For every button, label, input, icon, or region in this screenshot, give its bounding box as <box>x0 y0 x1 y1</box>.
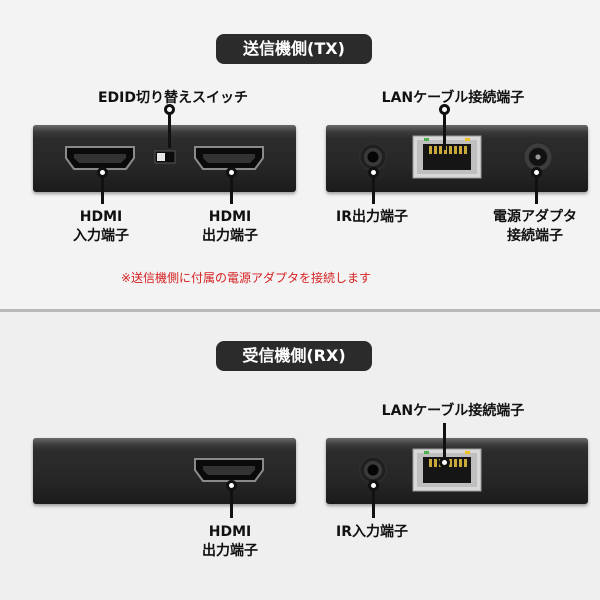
tx-title: 送信機側(TX) <box>216 34 372 64</box>
tx-power-note: ※送信機側に付属の電源アダプタを接続します <box>121 271 372 285</box>
tx-power-leader-dot <box>531 167 542 178</box>
rx-ir-in-port <box>359 456 387 484</box>
rx-hdmi-out-leader-dot <box>226 480 237 491</box>
rx-hdmi-out-leader <box>230 482 233 518</box>
tx-rear-device <box>326 125 588 192</box>
tx-lan-port <box>412 135 482 179</box>
tx-power-label: 電源アダプタ接続端子 <box>493 209 577 244</box>
rx-lan-label: LANケーブル接続端子 <box>381 403 525 419</box>
tx-ir-out-port <box>359 143 387 171</box>
rx-lan-leader <box>443 423 446 463</box>
edid-switch <box>154 150 176 164</box>
edid-leader-dot <box>164 104 175 115</box>
rx-hdmi-out-port <box>194 458 264 482</box>
tx-ir-out-leader-dot <box>368 167 379 178</box>
tx-lan-label: LANケーブル接続端子 <box>381 90 525 106</box>
section-divider <box>0 309 600 312</box>
edid-switch-label: EDID切り替えスイッチ <box>97 90 248 106</box>
rx-rear-device <box>326 438 588 504</box>
tx-hdmi-in-port <box>65 146 135 170</box>
tx-lan-leader <box>443 110 446 150</box>
rx-ir-in-leader <box>372 482 375 518</box>
edid-leader <box>168 110 171 148</box>
tx-hdmi-out-leader <box>230 170 233 204</box>
tx-hdmi-in-leader <box>101 170 104 204</box>
tx-front-device <box>33 125 296 192</box>
rx-lan-leader-dot <box>439 457 450 468</box>
tx-hdmi-out-leader-dot <box>226 167 237 178</box>
rx-ir-in-label: IR入力端子 <box>336 524 408 540</box>
tx-hdmi-out-port <box>194 146 264 170</box>
rx-lan-port <box>412 448 482 492</box>
rx-front-device <box>33 438 296 504</box>
rx-title: 受信機側(RX) <box>216 341 372 371</box>
tx-hdmi-in-leader-dot <box>97 167 108 178</box>
tx-ir-out-label: IR出力端子 <box>336 209 408 225</box>
tx-power-leader <box>535 170 538 204</box>
rx-ir-in-leader-dot <box>368 480 379 491</box>
tx-ir-out-leader <box>372 170 375 204</box>
tx-lan-leader-dot <box>439 104 450 115</box>
